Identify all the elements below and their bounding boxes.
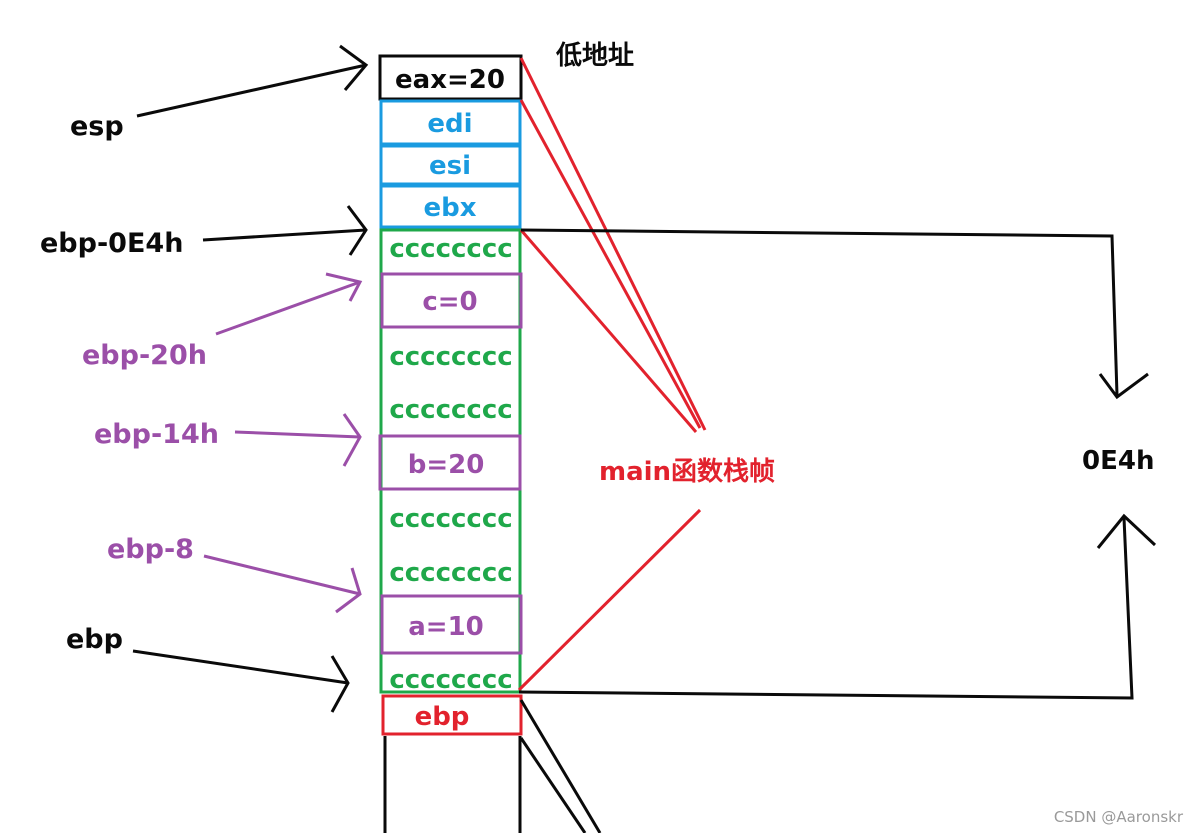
stack-cell-cccc-1: cccccccc <box>389 234 512 264</box>
stack-continue-diag-2 <box>519 737 587 833</box>
stack-cell-esi-text: esi <box>429 151 471 181</box>
frame-line-2 <box>519 99 702 429</box>
stack-cell-edi-text: edi <box>427 109 472 139</box>
pointer-ebp-0e4h: ebp-0E4h <box>40 205 368 259</box>
stack-cell-cccc-2: cccccccc <box>389 342 512 372</box>
arrow-esp <box>136 63 367 118</box>
stack-cell-cccc-5: cccccccc <box>389 558 512 588</box>
pointer-ebp: ebp <box>66 624 350 713</box>
arrow-ebp-20h <box>215 280 361 336</box>
stack-cell-ebx-text: ebx <box>423 193 476 223</box>
size-arrowhead-down <box>1098 372 1149 400</box>
stack-cell-edi <box>379 99 522 146</box>
arrowhead-ebp <box>330 655 350 713</box>
label-ebp-8: ebp-8 <box>107 534 194 565</box>
arrowhead-ebp-0e4h <box>346 205 368 256</box>
stack-cell-eax-text: eax=20 <box>395 65 505 95</box>
stack-cell-cccc-3: cccccccc <box>389 395 512 425</box>
stack-cell-ebx <box>379 184 522 229</box>
stack-cell-esi <box>379 144 522 186</box>
arrow-ebp-8 <box>203 554 361 596</box>
arrow-ebp-0e4h <box>202 228 367 242</box>
pointer-ebp-8: ebp-8 <box>107 534 362 614</box>
watermark: CSDN @Aaronskr <box>1054 808 1184 826</box>
arrowhead-esp <box>339 44 369 91</box>
stack-cell-cccc-4: cccccccc <box>389 504 512 534</box>
frame-line-4 <box>517 508 702 692</box>
size-arrowhead-up <box>1096 513 1157 549</box>
stack-cell-saved-ebp <box>381 694 523 736</box>
label-ebp: ebp <box>66 624 123 655</box>
stack-cell-c-text: c=0 <box>422 287 477 317</box>
size-bracket-top <box>520 228 1119 396</box>
stack-cell-eax <box>378 54 523 101</box>
arrowhead-ebp-20h <box>325 272 363 302</box>
pointer-ebp-14h: ebp-14h <box>94 413 362 467</box>
stack-continue-diag-1 <box>519 699 602 833</box>
label-ebp-14h: ebp-14h <box>94 419 219 450</box>
stack-column: eax=20 edi esi ebx cccccccc c=0 cccccccc… <box>378 54 602 833</box>
label-ebp-20h: ebp-20h <box>82 340 207 371</box>
arrowhead-ebp-8 <box>335 567 362 614</box>
label-low-address: 低地址 <box>555 41 634 71</box>
stack-cell-cccc-6: cccccccc <box>389 665 512 695</box>
frame-line-3 <box>519 229 698 433</box>
size-bracket-bottom <box>518 517 1134 700</box>
arrow-ebp-14h <box>234 430 361 439</box>
pointer-ebp-20h: ebp-20h <box>82 272 363 371</box>
size-bracket <box>518 228 1157 700</box>
frame-line-1 <box>519 57 707 431</box>
stack-cell-a-text: a=10 <box>408 612 484 642</box>
pointer-esp: esp <box>70 44 369 142</box>
stack-cell-a <box>380 594 523 655</box>
arrowhead-ebp-14h <box>342 413 362 467</box>
stack-cell-b-text: b=20 <box>408 450 485 480</box>
stack-cell-c <box>380 272 523 329</box>
stack-cell-b <box>378 434 522 491</box>
label-size-0e4h: 0E4h <box>1082 446 1154 476</box>
stack-cell-saved-ebp-text: ebp <box>415 702 470 732</box>
label-ebp-0e4h: ebp-0E4h <box>40 228 183 259</box>
label-esp: esp <box>70 111 124 142</box>
arrow-ebp <box>132 649 349 685</box>
frame-bracket <box>517 57 707 692</box>
label-main-frame: main函数栈帧 <box>599 457 775 487</box>
